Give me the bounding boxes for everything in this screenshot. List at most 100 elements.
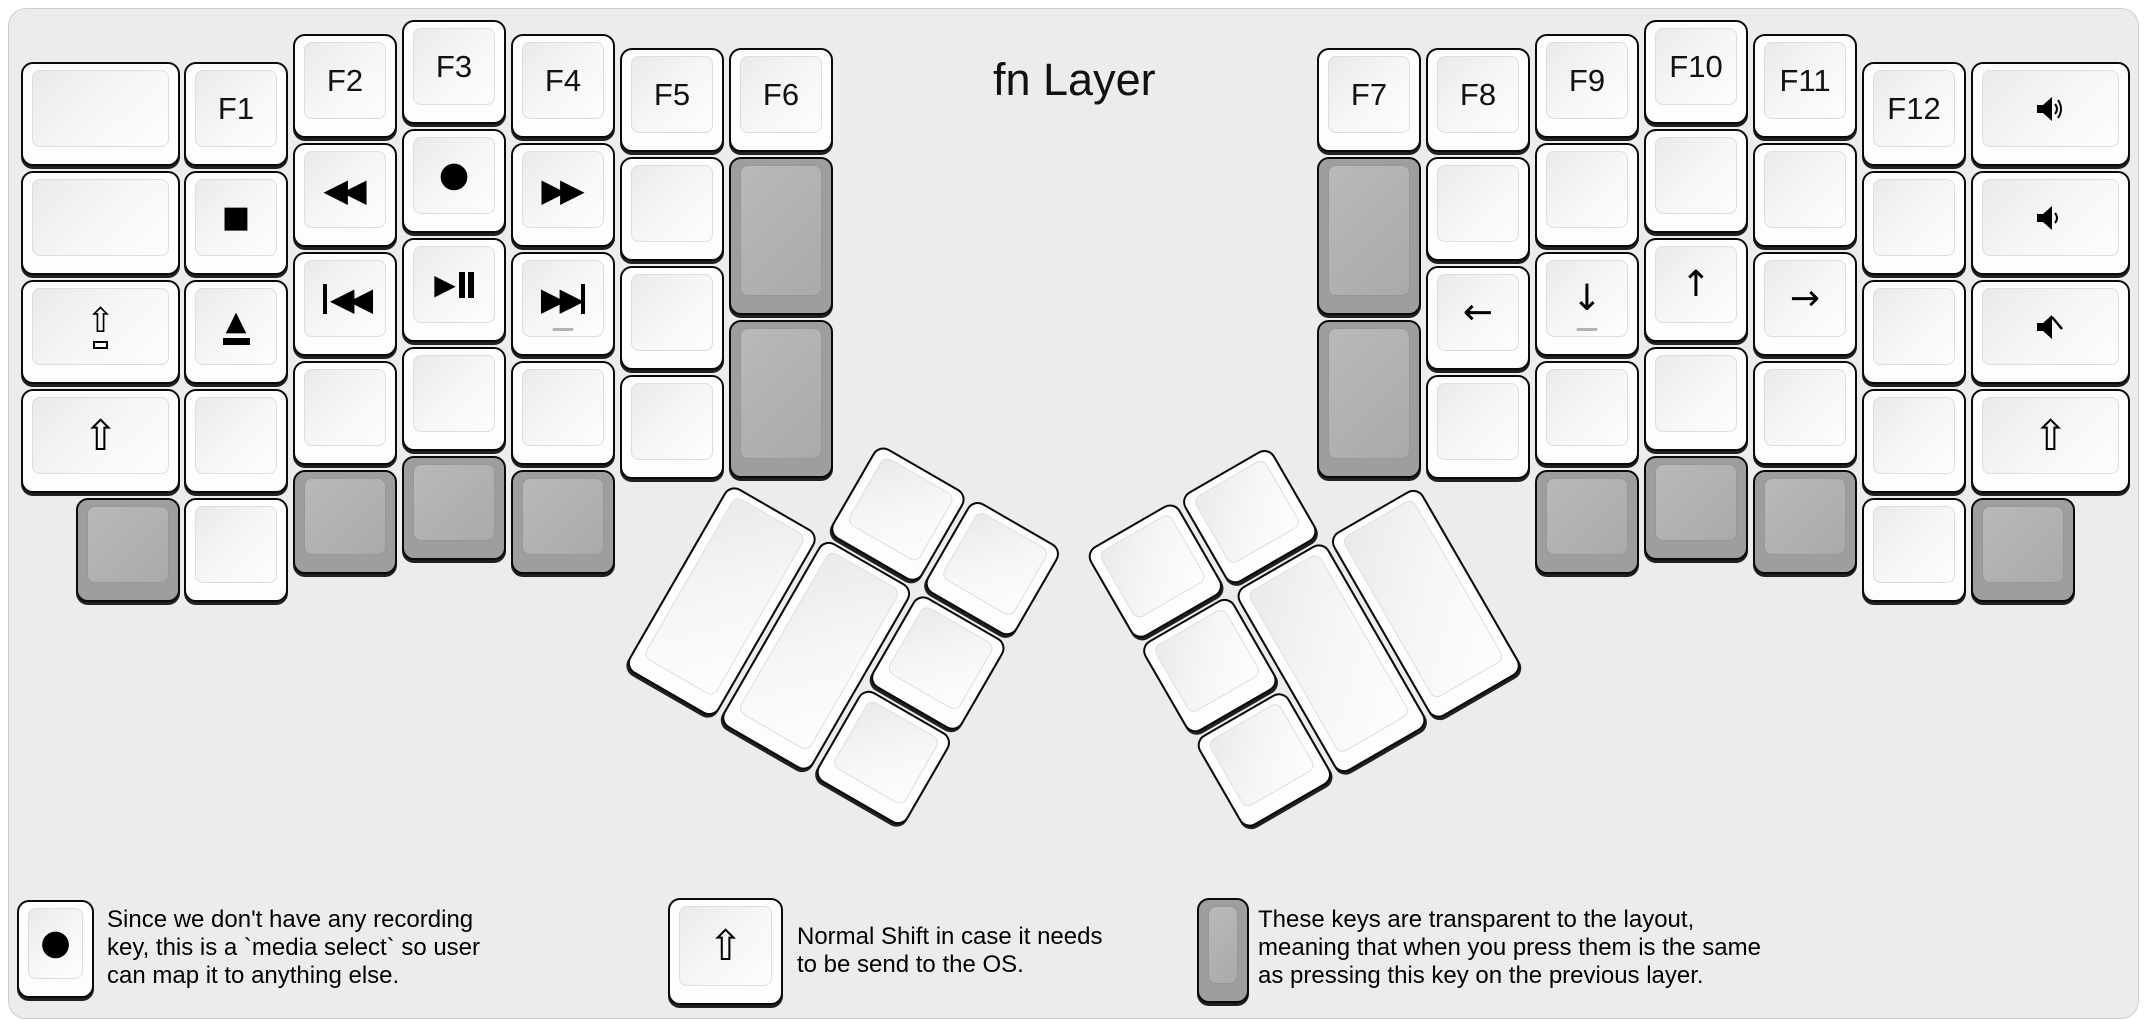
key-label: F8 xyxy=(1459,76,1497,112)
f6-key: F6 xyxy=(729,48,833,152)
mute-key xyxy=(1971,280,2130,384)
legend-text-normal-shift: Normal Shift in case it needs to be send… xyxy=(797,923,1103,978)
transparent-key xyxy=(1535,470,1639,574)
rewind-key: ◀◀ xyxy=(293,143,397,247)
blank-key xyxy=(1753,361,1857,465)
key-label: F5 xyxy=(653,76,691,112)
f8-key: F8 xyxy=(1426,48,1530,152)
down-arrow-icon: ↓ xyxy=(1571,277,1603,319)
legend-shift-key: ⇧ xyxy=(668,898,783,1005)
blank-key xyxy=(620,375,724,479)
right-arrow-key: → xyxy=(1753,252,1857,356)
blank-key xyxy=(293,361,397,465)
transparent-key xyxy=(729,157,833,315)
right-arrow-icon: → xyxy=(1789,277,1821,319)
blank-key xyxy=(1426,375,1530,479)
next-track-key: ▶▶ xyxy=(511,252,615,356)
volume-down-icon xyxy=(2036,205,2058,230)
f3-key: F3 xyxy=(402,20,506,124)
f9-key: F9 xyxy=(1535,34,1639,138)
blank-key xyxy=(184,498,288,602)
blank-key xyxy=(1426,157,1530,261)
prev-track-key: ◀◀ xyxy=(293,252,397,356)
shift-icon: ⇧ xyxy=(82,410,119,460)
f7-key: F7 xyxy=(1317,48,1421,152)
blank-key xyxy=(1862,171,1966,275)
record-icon: ● xyxy=(438,155,470,195)
blank-key xyxy=(21,62,180,166)
next-track-icon: ▶▶ xyxy=(541,283,586,315)
rewind-icon: ◀◀ xyxy=(323,170,366,209)
stop-icon: ■ xyxy=(221,199,251,235)
record-key: ● xyxy=(402,129,506,233)
volume-up-key xyxy=(1971,62,2130,166)
left-arrow-icon: ← xyxy=(1462,291,1494,333)
up-arrow-key: ↑ xyxy=(1644,238,1748,342)
blank-key xyxy=(511,361,615,465)
f11-key: F11 xyxy=(1753,34,1857,138)
shift-key: ⇧ xyxy=(21,389,180,493)
caps-lock-key: ⇧ xyxy=(21,280,180,384)
volume-down-key xyxy=(1971,171,2130,275)
stop-key: ■ xyxy=(184,171,288,275)
legend-record-key: ● xyxy=(17,900,94,998)
key-label: F12 xyxy=(1887,90,1941,126)
transparent-key xyxy=(1317,157,1421,315)
prev-track-icon: ◀◀ xyxy=(322,283,373,315)
f2-key: F2 xyxy=(293,34,397,138)
transparent-key xyxy=(729,320,833,478)
transparent-key xyxy=(1644,456,1748,560)
play-pause-key: ▶ xyxy=(402,238,506,342)
fast-forward-icon: ▶▶ xyxy=(541,170,584,209)
blank-key xyxy=(1862,389,1966,493)
key-label: F4 xyxy=(544,62,582,98)
transparent-key xyxy=(402,456,506,560)
mute-icon xyxy=(2036,314,2063,339)
f12-key: F12 xyxy=(1862,62,1966,166)
shift-key: ⇧ xyxy=(1971,389,2130,493)
key-label: F9 xyxy=(1568,62,1606,98)
blank-key xyxy=(1535,143,1639,247)
key-label: F10 xyxy=(1669,48,1723,84)
blank-key xyxy=(1644,347,1748,451)
transparent-key xyxy=(293,470,397,574)
eject-key: ▲ xyxy=(184,280,288,384)
key-label: F1 xyxy=(217,90,255,126)
key-label: F7 xyxy=(1350,76,1388,112)
volume-up-icon xyxy=(2036,96,2062,121)
blank-key xyxy=(1535,361,1639,465)
record-icon: ● xyxy=(40,923,71,963)
left-arrow-key: ← xyxy=(1426,266,1530,370)
key-label: F2 xyxy=(326,62,364,98)
key-label: F3 xyxy=(435,48,473,84)
key-label: F11 xyxy=(1779,62,1831,98)
legend-text-media-select: Since we don't have any recording key, t… xyxy=(107,906,481,989)
layer-title: fn Layer xyxy=(993,54,1156,105)
up-arrow-icon: ↑ xyxy=(1680,263,1712,305)
shift-icon: ⇧ xyxy=(707,921,744,970)
blank-key xyxy=(21,171,180,275)
transparent-key xyxy=(1753,470,1857,574)
f5-key: F5 xyxy=(620,48,724,152)
fast-forward-key: ▶▶ xyxy=(511,143,615,247)
f1-key: F1 xyxy=(184,62,288,166)
shift-lock-icon: ⇧ xyxy=(86,304,115,349)
blank-key xyxy=(620,266,724,370)
blank-key xyxy=(1644,129,1748,233)
f10-key: F10 xyxy=(1644,20,1748,124)
transparent-key xyxy=(511,470,615,574)
eject-icon: ▲ xyxy=(222,308,250,345)
transparent-key xyxy=(76,498,180,602)
legend-text-transparent: These keys are transparent to the layout… xyxy=(1258,906,1761,989)
down-arrow-key: ↓ xyxy=(1535,252,1639,356)
blank-key xyxy=(402,347,506,451)
transparent-key xyxy=(1971,498,2075,602)
legend-transparent-key xyxy=(1197,898,1249,1003)
blank-key xyxy=(620,157,724,261)
blank-key xyxy=(184,389,288,493)
blank-key xyxy=(1862,280,1966,384)
shift-icon: ⇧ xyxy=(2032,410,2069,460)
homing-dash xyxy=(552,328,574,331)
blank-key xyxy=(1862,498,1966,602)
play-pause-icon: ▶ xyxy=(434,270,474,299)
